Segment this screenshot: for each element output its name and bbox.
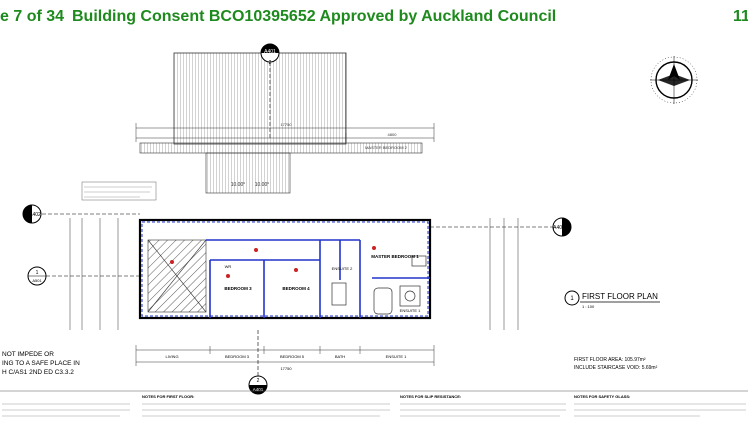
svg-text:1: 1 — [36, 270, 39, 276]
room-wr: WR — [225, 264, 232, 269]
section-marker-left-small: 1 A501 — [27, 266, 140, 286]
bottom-room-ensuite: ENSUITE 1 — [386, 354, 407, 359]
left-dimensions — [69, 218, 119, 330]
document-title: Building Consent BCO10395652 Approved by… — [72, 8, 557, 25]
page-header: e 7 of 34 Building Consent BCO10395652 A… — [0, 0, 748, 34]
bottom-room-bedroom-3: BEDROOM 3 — [225, 354, 250, 359]
room-ensuite-1: ENSUITE 1 — [400, 308, 421, 313]
interior-walls — [206, 239, 430, 318]
section-marker-left: A402 — [22, 204, 140, 224]
roof-area — [173, 52, 347, 145]
bottom-room-living: LIVING — [165, 354, 178, 359]
bathroom-fixtures — [331, 255, 427, 315]
page-indicator: e 7 of 34 — [0, 8, 65, 25]
top-right-dim: 4800 — [388, 132, 398, 137]
section-bottom-label: A401 — [253, 387, 264, 392]
top-total-dim: 17750 — [280, 122, 292, 127]
room-bedroom-4: BEDROOM 4 — [282, 286, 310, 291]
electrical-markers — [170, 246, 376, 278]
top-room-label: MASTER BEDROOM 2 — [365, 145, 408, 150]
north-compass-icon — [650, 56, 698, 104]
section-marker-right: A402 — [430, 217, 572, 237]
notes-first-floor: NOTES FOR FIRST FLOOR: — [142, 394, 194, 399]
bottom-total-dim: 17750 — [280, 366, 292, 371]
staircase-void-text: INCLUDE STAIRCASE VOID: 5.69m² — [574, 365, 658, 371]
room-ensuite-2: ENSUITE 2 — [332, 266, 353, 271]
bottom-room-bath: BATH — [335, 354, 345, 359]
room-master-bedroom: MASTER BEDROOM 1 — [371, 254, 419, 259]
page-number: 11 — [733, 8, 748, 25]
notes-safety-glass: NOTES FOR SAFETY GLASS: — [574, 394, 630, 399]
section-left-label: A402 — [29, 212, 41, 218]
notes-text-lines — [2, 403, 746, 417]
section-top-label: A401 — [264, 49, 276, 55]
bottom-dimensions — [135, 345, 435, 366]
inner-wall-line — [141, 221, 429, 317]
plan-title: FIRST FLOOR PLAN — [582, 292, 658, 301]
section-marker-bottom: 2 A401 — [248, 330, 268, 395]
floor-area-text: FIRST FLOOR AREA: 105.97m² — [574, 357, 646, 363]
room-bedroom-3: BEDROOM 3 — [224, 286, 252, 291]
roof-lower — [205, 152, 291, 194]
roof-pitch-2: 10.00° — [255, 182, 270, 188]
top-dimensions — [135, 123, 435, 142]
left-note-line-3: H C/AS1 2ND ED C3.3.2 — [2, 369, 74, 376]
plan-scale: 1 : 100 — [582, 304, 595, 309]
section-right-label: A402 — [553, 225, 565, 231]
plan-title-block: 1 FIRST FLOOR PLAN 1 : 100 — [564, 290, 660, 309]
annotation-note — [81, 181, 157, 201]
bottom-room-bedroom-5: BEDROOM 5 — [280, 354, 305, 359]
svg-text:2: 2 — [257, 378, 260, 384]
left-note-line-1: NOT IMPEDE OR — [2, 351, 54, 358]
section-marker-top: A401 2 — [260, 43, 280, 140]
section-left-small-label: A501 — [32, 278, 42, 283]
right-dimensions — [489, 218, 519, 330]
roof-pitch-1: 10.00° — [231, 182, 246, 188]
notes-slip-resistance: NOTES FOR SLIP RESISTANCE: — [400, 394, 461, 399]
left-note-line-2: ING TO A SAFE PLACE IN — [2, 360, 80, 367]
plan-number: 1 — [570, 296, 574, 302]
